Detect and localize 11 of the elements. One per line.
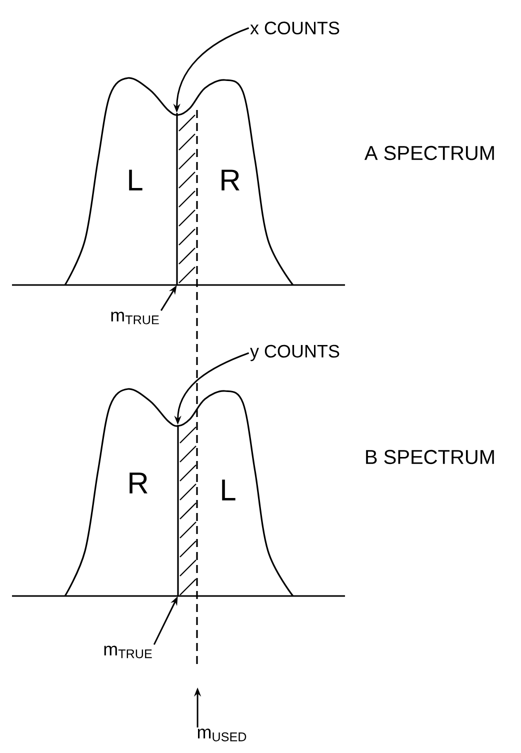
- spectrum-label: B SPECTRUM: [366, 450, 494, 464]
- mass-label: m$_{USED}$: [198, 728, 246, 742]
- peak-label: R: [130, 472, 148, 494]
- counts-label: y COUNTS: [250, 344, 340, 362]
- mass-label: m$_{TRUE}$: [111, 312, 159, 324]
- counts-label: x COUNTS: [250, 22, 340, 34]
- hatched-strip: [177, 425, 196, 596]
- mass-label: m$_{TRUE}$: [104, 646, 152, 658]
- hatched-strip: [176, 113, 196, 285]
- spectrum-label: A SPECTRUM: [364, 146, 494, 160]
- peak-label: L: [129, 170, 142, 190]
